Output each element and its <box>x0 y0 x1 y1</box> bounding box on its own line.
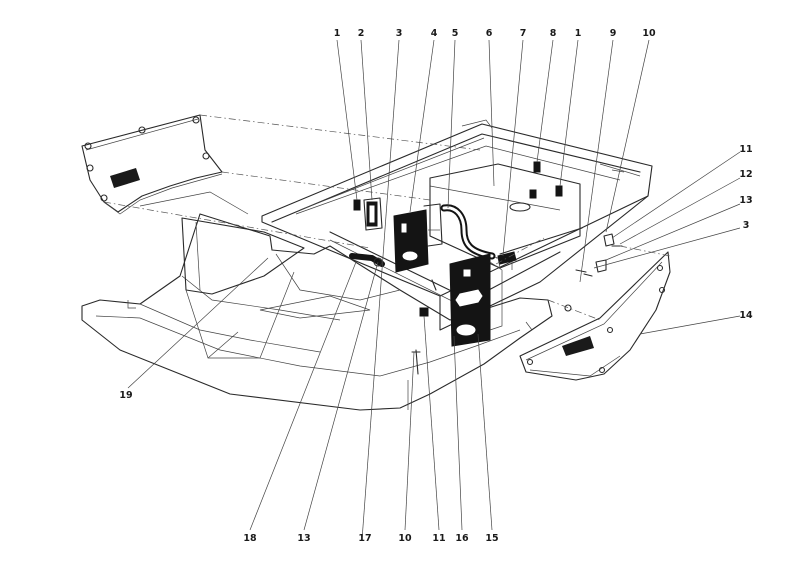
part-5-hose <box>440 204 496 260</box>
center-console <box>181 217 305 359</box>
callout-8: 8 <box>550 28 557 39</box>
callout-10: 10 <box>642 28 656 39</box>
callout-3: 3 <box>396 28 403 39</box>
part-2-bracket <box>363 197 383 231</box>
callout-13b: 13 <box>297 533 310 544</box>
callout-16: 16 <box>455 533 469 544</box>
left-panel-vent <box>110 168 140 188</box>
callout-4: 4 <box>431 28 438 39</box>
assembly-lines <box>103 114 671 321</box>
part-7-bracket <box>497 251 517 265</box>
part-4-plate <box>393 203 443 273</box>
callout-13: 13 <box>739 195 752 206</box>
callout-1: 1 <box>334 28 341 39</box>
callout-18: 18 <box>243 533 257 544</box>
leader-lines <box>127 39 741 541</box>
callout-12: 12 <box>739 169 752 180</box>
left-side-panel <box>81 114 249 215</box>
callout-10b: 10 <box>398 533 412 544</box>
callout-labels: 1 2 3 4 5 6 7 8 1 9 10 11 12 13 3 14 19 … <box>119 28 753 544</box>
callout-2: 2 <box>358 28 365 39</box>
callout-5: 5 <box>452 28 459 39</box>
callout-14: 14 <box>739 310 753 321</box>
callout-9: 9 <box>610 28 617 39</box>
callout-3b: 3 <box>743 220 750 231</box>
callout-1b: 1 <box>575 28 582 39</box>
callout-19: 19 <box>119 390 132 401</box>
callout-17: 17 <box>358 533 371 544</box>
right-side-panel <box>519 251 671 381</box>
callout-11: 11 <box>739 144 752 155</box>
callout-11b: 11 <box>432 533 445 544</box>
callout-7: 7 <box>520 28 527 39</box>
callout-6: 6 <box>486 28 493 39</box>
fasteners <box>353 161 623 375</box>
right-panel-vent <box>562 336 594 356</box>
part-13-rail <box>349 253 385 267</box>
callout-15: 15 <box>485 533 498 544</box>
part-15-plate <box>449 253 513 347</box>
